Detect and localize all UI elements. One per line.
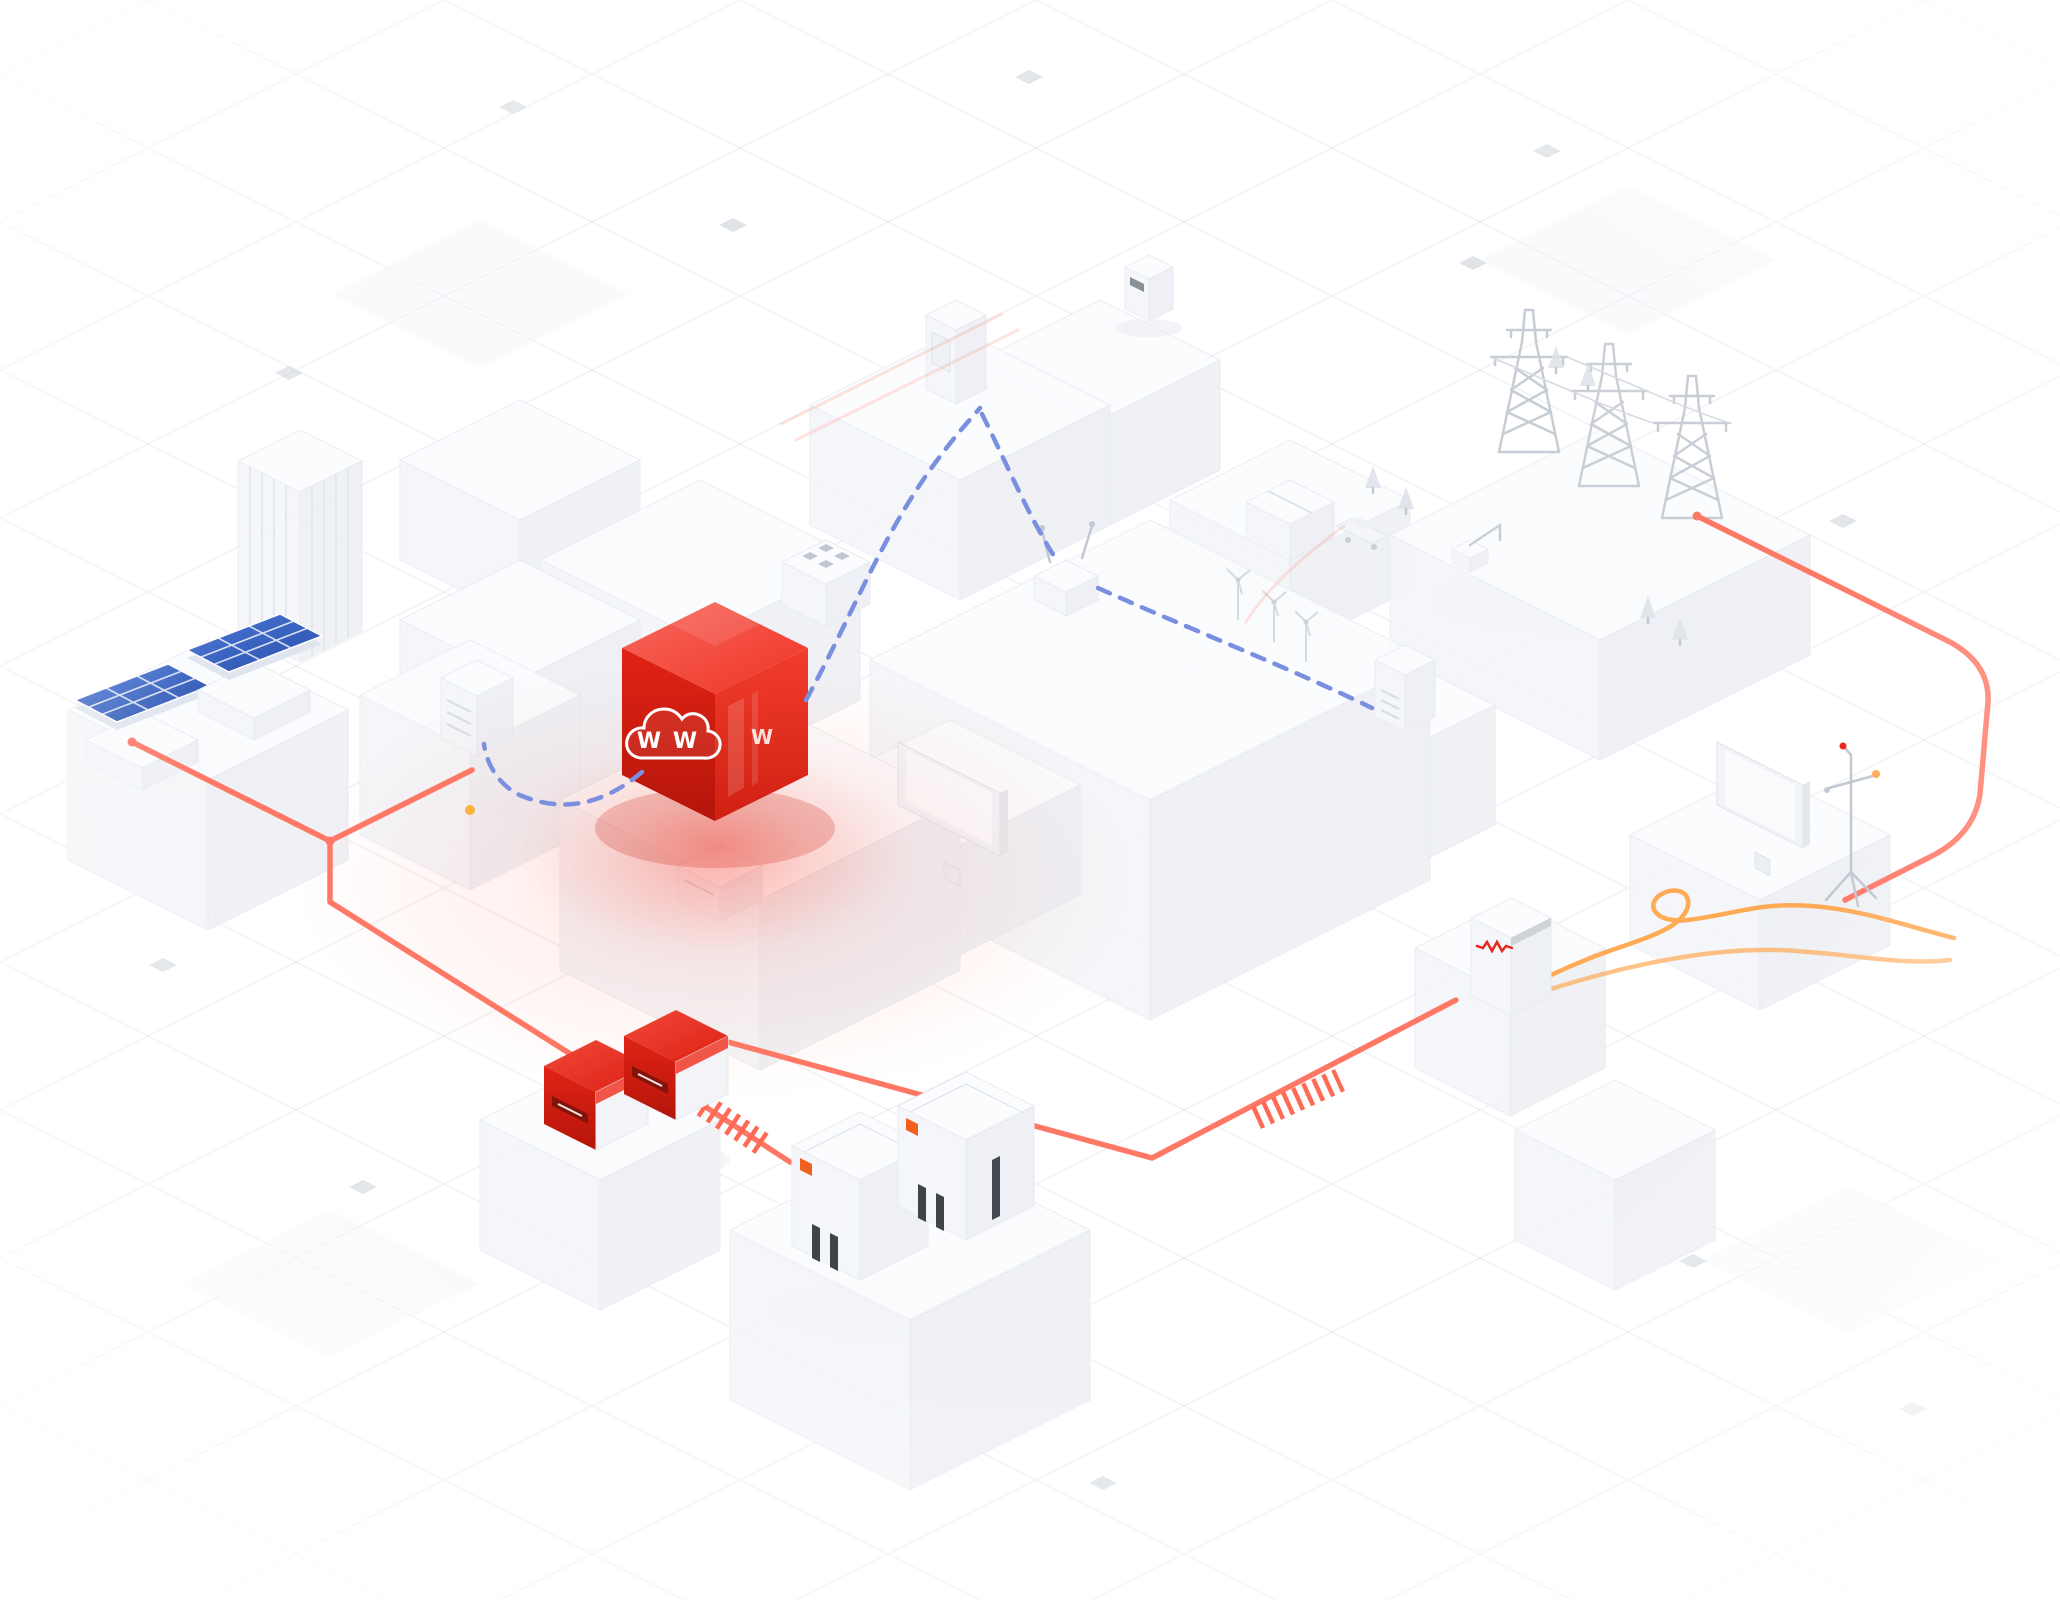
edge-vignette — [0, 0, 2060, 1600]
isometric-energy-scene: W W W — [0, 0, 2060, 1600]
scene-canvas: W W W — [0, 0, 2060, 1600]
